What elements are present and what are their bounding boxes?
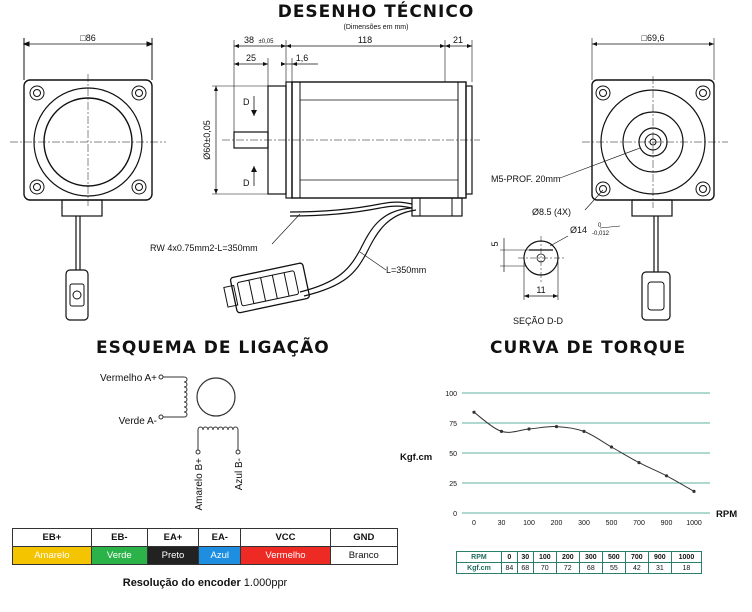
section-mark-bottom: D [243, 178, 250, 188]
holes-note: Ø8.5 (4X) [532, 207, 571, 217]
torque-title: CURVA DE TORQUE [490, 338, 687, 358]
wire-color-cell: Preto [146, 546, 200, 565]
kgf-value-cell: 84 [500, 562, 518, 574]
dim-body-len: 118 [358, 35, 372, 45]
section-label: SEÇÃO D-D [513, 316, 564, 326]
y-tick-label: 50 [449, 451, 457, 458]
x-tick-label: 1000 [686, 520, 702, 527]
x-tick-label: 700 [633, 520, 645, 527]
x-tick-label: 300 [578, 520, 590, 527]
label-a-minus: Verde A- [119, 416, 157, 427]
dim-front-left-width: □86 [80, 33, 95, 43]
front-view-left [10, 38, 166, 321]
dim-shaft-tol: ±0,05 [259, 39, 275, 45]
wiring-color-row: Amarelo Verde Preto Azul Vermelho Branco [12, 546, 399, 565]
x-tick-label: 200 [551, 520, 563, 527]
rpm-value-cell: 200 [555, 551, 580, 563]
torque-point [664, 474, 669, 478]
drawing-title: DESENHO TÉCNICO [277, 2, 475, 22]
motor-symbol [196, 377, 236, 417]
side-view [212, 40, 480, 314]
encoder-resolution: Resolução do encoder 1.000ppr [0, 577, 410, 589]
wiring-title: ESQUEMA DE LIGAÇÃO [96, 338, 330, 358]
section-d-d [500, 235, 569, 300]
y-tick-label: 0 [453, 511, 457, 518]
torque-point [472, 410, 476, 414]
dim-flange-len: 25 [246, 53, 256, 63]
y-axis-label: Kgf.cm [400, 452, 432, 463]
x-tick-label: 500 [606, 520, 618, 527]
x-axis-label: RPM [716, 509, 737, 520]
x-tick-label: 30 [498, 520, 506, 527]
rpm-value-cell: 300 [578, 551, 603, 563]
x-tick-label: 900 [661, 520, 673, 527]
shaft-tol-lower: -0,012 [592, 231, 610, 237]
wire-color-cell: Vermelho [240, 546, 331, 565]
x-tick-label: 100 [523, 520, 535, 527]
wire-color-cell: Branco [329, 546, 399, 565]
rpm-label: RPM [456, 551, 502, 563]
kgf-value-cell: 72 [555, 562, 580, 574]
kgf-value-cell: 70 [532, 562, 557, 574]
torque-point [609, 445, 614, 449]
label-b-minus: Azul B- [234, 458, 245, 490]
wire-color-cell: Azul [198, 546, 242, 565]
cable-note: RW 4x0.75mm2-L=350mm [150, 243, 258, 253]
resolution-value: 1.000ppr [243, 577, 288, 589]
torque-point [554, 425, 559, 429]
wiring-header-row: EB+ EB- EA+ EA- VCC GND [12, 528, 399, 547]
y-tick-label: 100 [445, 391, 457, 398]
label-a-plus: Vermelho A+ [100, 373, 157, 384]
rpm-value-cell: 1000 [670, 551, 703, 563]
wiring-table: EB+ EB- EA+ EA- VCC GND Amarelo Verde Pr… [12, 528, 399, 565]
torque-series-line [473, 411, 695, 492]
y-tick-label: 25 [449, 481, 457, 488]
flat-width: 11 [536, 285, 545, 295]
resolution-label: Resolução do encoder [122, 577, 241, 589]
rpm-value-cell: 0 [500, 551, 518, 563]
y-tick-label: 75 [449, 421, 457, 428]
cable-length: L=350mm [386, 265, 426, 275]
rpm-value-cell: 700 [624, 551, 649, 563]
label-b-plus: Amarelo B+ [194, 458, 205, 511]
torque-point [527, 427, 531, 431]
drawing-subtitle: (Dimensões em mm) [343, 24, 409, 31]
dim-pilot-dia: Ø60±0,05 [202, 120, 212, 159]
flat-depth: 5 [490, 241, 500, 246]
torque-point [582, 429, 586, 433]
rpm-value-cell: 30 [516, 551, 534, 563]
dim-front-right-width: □69,6 [642, 33, 665, 43]
x-tick-label: 0 [472, 520, 476, 527]
dim-step: 1,6 [296, 53, 309, 63]
dim-shaft-len: 38 [244, 35, 254, 45]
dim-rear-len: 21 [453, 35, 463, 45]
torque-point [499, 429, 504, 433]
rpm-value-cell: 500 [601, 551, 626, 563]
shaft-dia-note: Ø14 [570, 225, 587, 235]
shaft-tol-upper: 0 [598, 223, 602, 229]
rpm-value-cell: 900 [647, 551, 672, 563]
torque-point [692, 489, 696, 493]
torque-point [637, 461, 641, 465]
kgf-value-cell: 68 [516, 562, 534, 574]
section-mark-top: D [243, 97, 250, 107]
kgf-label: Kgf.cm [456, 562, 502, 574]
kgf-value-cell: 18 [670, 562, 703, 574]
rpm-value-cell: 100 [532, 551, 557, 563]
kgf-value-cell: 68 [578, 562, 603, 574]
thread-note: M5-PROF. 20mm [491, 174, 561, 184]
front-view-right [559, 38, 728, 321]
kgf-value-cell: 31 [647, 562, 672, 574]
kgf-value-cell: 42 [624, 562, 649, 574]
kgf-value-cell: 55 [601, 562, 626, 574]
wire-color-cell: Verde [90, 546, 148, 565]
